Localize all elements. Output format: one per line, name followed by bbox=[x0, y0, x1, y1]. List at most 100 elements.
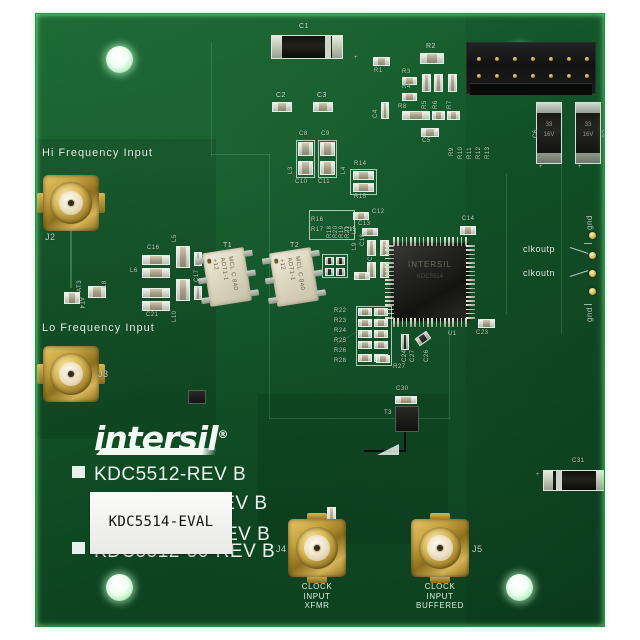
transformer-t1-lead-r1 bbox=[243, 249, 253, 258]
silk-at4: AT4 bbox=[78, 297, 84, 310]
outline-r22-r28 bbox=[356, 306, 392, 366]
res-r6 bbox=[434, 74, 443, 92]
ic-u1-marking-line1: INTERSIL bbox=[407, 260, 452, 270]
silk-c16: C16 bbox=[147, 245, 160, 251]
cap-c17b bbox=[194, 286, 202, 300]
res-r2 bbox=[420, 53, 444, 64]
cap-c24 bbox=[478, 319, 495, 328]
label-j4-line2: INPUT bbox=[303, 591, 331, 601]
silk-c15: C15 bbox=[344, 227, 357, 233]
transformer-t1-lead-r3 bbox=[249, 289, 260, 297]
outline-res-array bbox=[309, 210, 355, 240]
silk-r14: R14 bbox=[354, 161, 367, 167]
silk-l9: L9 bbox=[352, 242, 358, 250]
header-slot bbox=[470, 83, 592, 95]
cap-c6-voltage: 16V bbox=[543, 131, 555, 138]
cap-c18 bbox=[367, 240, 376, 256]
res-r27 bbox=[376, 355, 390, 363]
silk-c31: C31 bbox=[572, 458, 585, 464]
cap-c9 bbox=[320, 142, 335, 156]
cap-c5 bbox=[421, 128, 439, 137]
silk-j5: J5 bbox=[472, 544, 483, 554]
sma-j5-center-pin bbox=[436, 544, 444, 552]
res-r8b bbox=[432, 111, 445, 120]
sma-j4-tab-top bbox=[307, 513, 327, 521]
label-hi-frequency-input: Hi Frequency Input bbox=[42, 147, 153, 159]
silk-c10: C10 bbox=[295, 179, 308, 185]
cap-c12 bbox=[353, 212, 369, 220]
silk-r23: R23 bbox=[334, 318, 347, 324]
cap-c14 bbox=[460, 226, 476, 235]
sma-connector-j3[interactable] bbox=[37, 346, 105, 402]
silk-l6: L5 bbox=[172, 234, 178, 242]
res-r28c bbox=[358, 354, 372, 362]
cap-c4 bbox=[381, 102, 389, 119]
res-r14 bbox=[353, 171, 374, 180]
silk-c4: C4 bbox=[373, 109, 379, 118]
testpoint-gnd-bottom[interactable] bbox=[589, 288, 596, 295]
sma-connector-j4[interactable] bbox=[288, 513, 346, 583]
ic-u1-leads-left bbox=[385, 245, 394, 319]
ind-l5 bbox=[142, 268, 170, 278]
transformer-t2: MCL C 840 ADT1-1 +12 bbox=[261, 247, 327, 307]
testpoint-gnd-top[interactable] bbox=[589, 232, 596, 239]
res-r26 bbox=[358, 330, 372, 338]
outline-c8-c10 bbox=[296, 140, 315, 178]
silk-c11: C11 bbox=[318, 179, 331, 185]
res-r23 bbox=[374, 308, 388, 316]
trace-mid-vert bbox=[269, 154, 270, 419]
cap-c6-band bbox=[537, 103, 561, 113]
silk-r16: R16 bbox=[311, 217, 324, 223]
silk-r22: R22 bbox=[334, 308, 347, 314]
att-at3 bbox=[64, 292, 80, 304]
ind-l10 bbox=[176, 279, 190, 301]
silk-c14: C14 bbox=[462, 216, 475, 222]
res-r7 bbox=[448, 74, 457, 92]
label-j4-line3: XFMR bbox=[304, 601, 330, 610]
testpoint-clkoutn[interactable] bbox=[589, 270, 596, 277]
cap-c31-pad-right bbox=[596, 471, 604, 490]
cap-c26 bbox=[401, 334, 409, 350]
silk-r13: R13 bbox=[485, 146, 491, 159]
res-r8 bbox=[402, 111, 430, 120]
cap-c23 bbox=[354, 272, 370, 280]
label-gnd-bottom: gnd bbox=[585, 307, 594, 322]
sma-j4-center-pin bbox=[313, 544, 321, 552]
sma-j2-tab-left bbox=[37, 193, 45, 213]
cap-c1-stripe bbox=[324, 36, 331, 58]
cap-c31-stripe bbox=[556, 471, 562, 490]
mounting-hole-bottom-right bbox=[506, 574, 533, 601]
label-j5-line1: CLOCK bbox=[424, 582, 456, 591]
sma-j3-center-pin bbox=[67, 370, 75, 378]
trace-edge-vert-2 bbox=[506, 174, 507, 314]
silk-checkbox-2 bbox=[72, 542, 85, 554]
label-gnd-top: gnd bbox=[585, 215, 594, 230]
res-r27b bbox=[374, 330, 388, 338]
silk-c24: C23 bbox=[476, 330, 489, 336]
cap-c27 bbox=[414, 330, 432, 347]
silk-c28: C27 bbox=[410, 349, 416, 362]
silk-c1: C1 bbox=[299, 23, 309, 30]
header-connector[interactable] bbox=[466, 42, 596, 95]
testpoint-clkoutp[interactable] bbox=[589, 252, 596, 259]
silk-t3: T3 bbox=[384, 410, 393, 416]
label-clkoutp: clkoutp bbox=[523, 244, 556, 254]
silk-l3: L3 bbox=[288, 166, 294, 174]
sma-connector-j5[interactable] bbox=[411, 513, 469, 583]
label-j5-line2: INPUT bbox=[426, 591, 454, 601]
silk-r2: R2 bbox=[426, 43, 436, 50]
cap-c31 bbox=[543, 470, 604, 491]
silk-c9: C9 bbox=[321, 131, 330, 137]
cap-c8 bbox=[298, 142, 313, 156]
transformer-t1: MCL C 840 ADT1-1 +12 bbox=[194, 247, 260, 307]
cap-c7-foot bbox=[576, 153, 600, 163]
ic-u1-leads-bottom bbox=[393, 318, 467, 327]
cap-c19 bbox=[367, 262, 376, 278]
cap-c15 bbox=[362, 228, 378, 236]
smd-group-3 bbox=[325, 268, 334, 276]
pcb-board: C1 + R1 C2 C3 C4 R3 R4 R8 R5 R6 R7 bbox=[36, 14, 604, 626]
label-j4-line1: CLOCK bbox=[301, 582, 333, 591]
sma-connector-j2[interactable] bbox=[37, 175, 105, 231]
res-r8c bbox=[447, 111, 460, 120]
